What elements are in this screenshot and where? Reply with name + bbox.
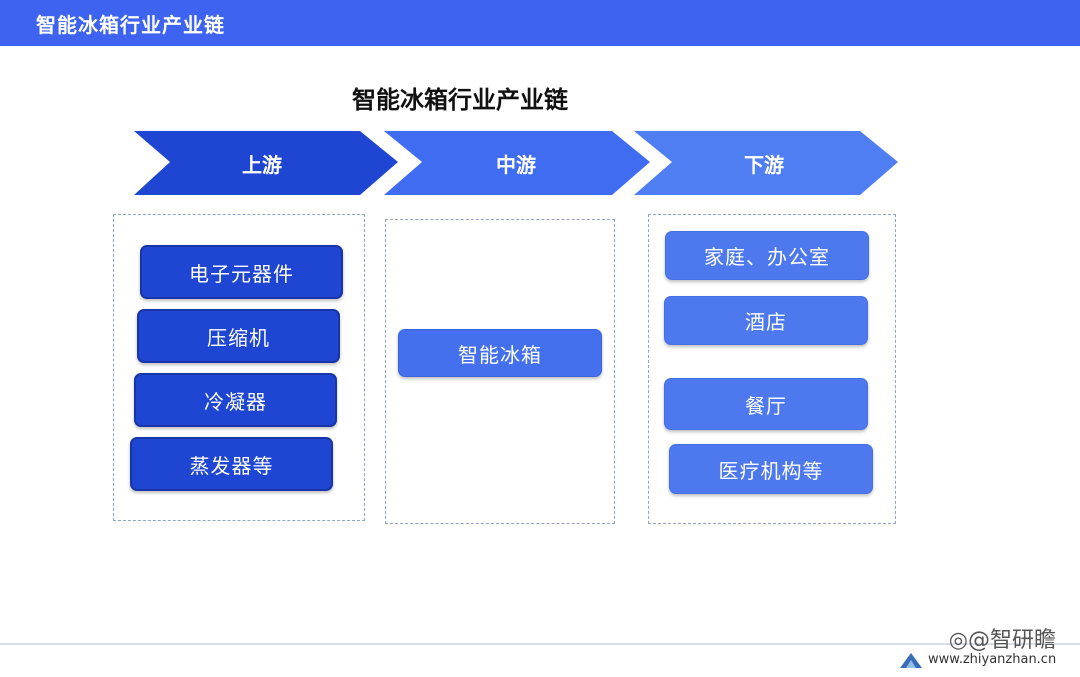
node-upstream-3: 冷凝器 — [134, 373, 337, 427]
stage-label-upstream: 上游 — [242, 153, 282, 177]
weibo-handle-text: @智研瞻 — [967, 628, 1056, 653]
chevron-downstream — [634, 131, 898, 195]
header-title: 智能冰箱行业产业链 — [36, 13, 225, 37]
panel-midstream — [385, 219, 615, 524]
node-downstream-2: 酒店 — [664, 296, 868, 345]
chevron-midstream — [384, 131, 650, 195]
panel-upstream — [113, 214, 365, 521]
stage-label-midstream: 中游 — [496, 153, 536, 177]
node-midstream-1: 智能冰箱 — [398, 329, 602, 377]
node-upstream-4: 蒸发器等 — [130, 437, 333, 491]
node-downstream-4: 医疗机构等 — [669, 444, 873, 494]
weibo-handle: ◎@智研瞻 — [949, 622, 1056, 654]
diagram-title: 智能冰箱行业产业链 — [352, 85, 568, 114]
site-url: www.zhiyanzhan.cn — [928, 652, 1057, 667]
footer-divider — [0, 643, 1080, 645]
site-logo-icon — [900, 653, 922, 668]
panel-downstream — [648, 214, 896, 524]
header-bar: 智能冰箱行业产业链 — [0, 0, 1080, 46]
stage-label-downstream: 下游 — [744, 153, 784, 177]
weibo-icon: ◎ — [948, 628, 968, 653]
node-downstream-3: 餐厅 — [664, 378, 868, 430]
chevron-upstream — [134, 131, 398, 195]
node-upstream-2: 压缩机 — [137, 309, 340, 363]
node-downstream-1: 家庭、办公室 — [665, 231, 869, 280]
node-upstream-1: 电子元器件 — [140, 245, 343, 299]
